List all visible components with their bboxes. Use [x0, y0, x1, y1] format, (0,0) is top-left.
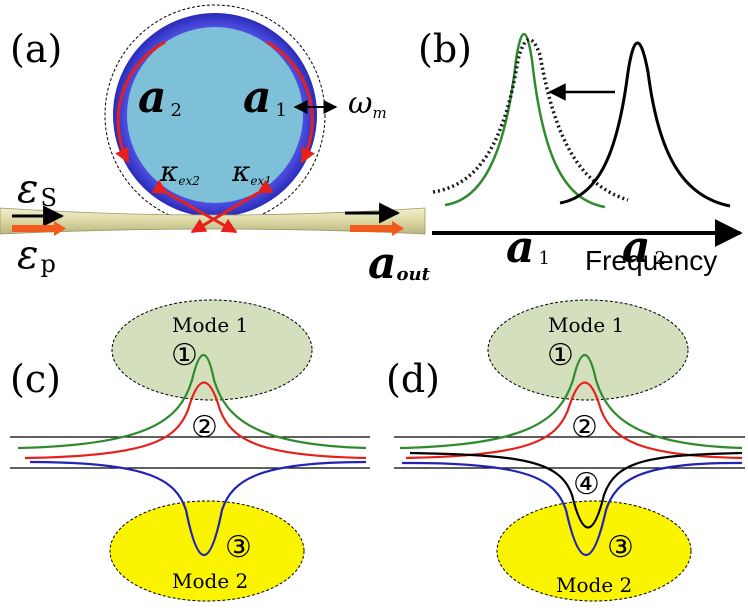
path-3-blue — [401, 461, 743, 557]
output-pump-head — [392, 221, 404, 236]
mode1-region — [111, 299, 313, 401]
eps-s-label: εS — [17, 166, 57, 212]
marker-3: ③ — [607, 531, 634, 564]
a-out-label: aout — [368, 238, 431, 289]
panel-b-label: (b) — [418, 27, 472, 71]
frequency-axis-label: Frequency — [585, 245, 717, 276]
output-pump-bar — [350, 225, 394, 232]
mode1-region — [487, 299, 689, 401]
marker-3: ③ — [225, 531, 252, 564]
panel-c-label: (c) — [10, 357, 61, 401]
mode2-region — [109, 500, 305, 602]
panel-d: (d) Mode 1 Mode 2 ① ② ④ ③ — [386, 299, 745, 602]
peak-a1-dotted — [432, 38, 629, 202]
mode2-region — [496, 500, 692, 602]
pump-input-head — [54, 221, 66, 236]
panel-a-label: (a) — [10, 27, 62, 71]
panel-d-label: (d) — [386, 357, 440, 401]
omega-m-label: ωm — [348, 86, 387, 122]
circulation-left-arrow — [115, 40, 166, 164]
marker-2: ② — [571, 411, 598, 444]
ring-resonator — [104, 4, 326, 226]
marker-1: ① — [171, 339, 198, 372]
mode2-label: Mode 2 — [556, 573, 632, 597]
circulation-right-arrow — [266, 40, 315, 164]
eps-p-label: εp — [17, 232, 56, 278]
path-2-red — [24, 381, 367, 460]
ring-cavity — [127, 27, 303, 203]
path-4-black — [409, 451, 743, 529]
panel-c: (c) Mode 1 Mode 2 ① ② ③ — [10, 299, 370, 602]
path-1-green — [17, 354, 367, 450]
marker-1: ① — [547, 339, 574, 372]
marker-2: ② — [191, 411, 218, 444]
marker-4: ④ — [573, 468, 600, 501]
path-3-blue — [29, 460, 367, 557]
mode1-label: Mode 1 — [548, 313, 624, 337]
pump-input-bar — [12, 225, 56, 232]
path-1-green — [399, 354, 743, 450]
mode2-label: Mode 2 — [172, 569, 248, 593]
coupling-arrow-2 — [190, 179, 274, 234]
peak-a2-black — [559, 41, 731, 208]
mode1-label: Mode 1 — [172, 313, 248, 337]
peak-a1-green — [444, 33, 606, 209]
path-2-red — [405, 381, 743, 460]
